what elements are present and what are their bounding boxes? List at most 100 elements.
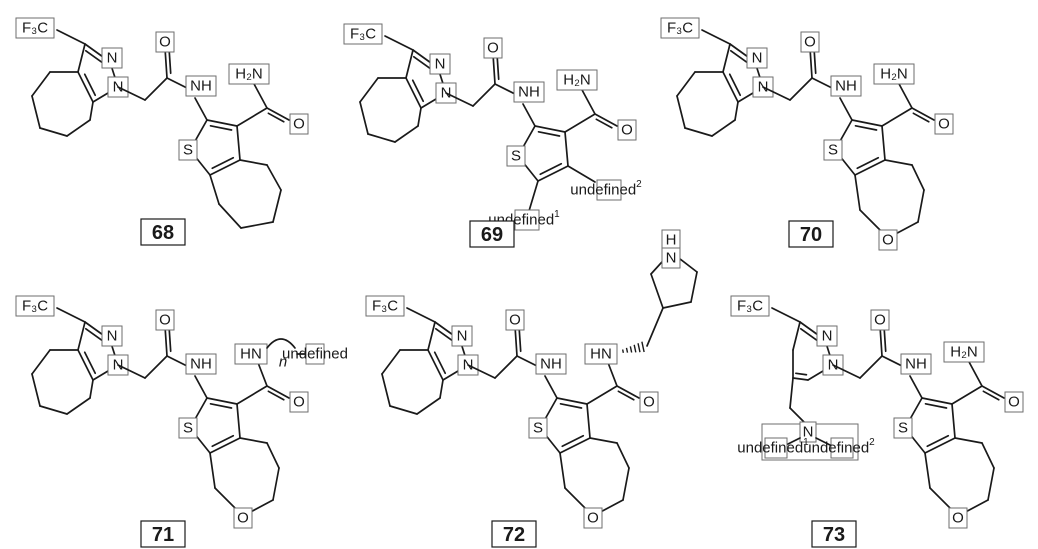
bond bbox=[646, 307, 664, 347]
atom-text: O bbox=[237, 510, 249, 527]
atom-text: H₂N bbox=[950, 344, 978, 361]
bond bbox=[89, 379, 94, 399]
atom-text: O bbox=[587, 510, 599, 527]
atom-text: O bbox=[487, 40, 499, 57]
atom-box bbox=[365, 295, 405, 317]
bond bbox=[650, 273, 664, 309]
stereo-hash bbox=[641, 341, 645, 353]
bond bbox=[492, 53, 496, 85]
atom-box bbox=[900, 353, 932, 375]
atom-box bbox=[101, 47, 123, 69]
bond bbox=[445, 92, 474, 107]
bond bbox=[209, 437, 241, 454]
bond bbox=[236, 385, 268, 405]
bond bbox=[617, 390, 635, 401]
bond bbox=[359, 77, 379, 103]
atom-text: F₃C bbox=[22, 20, 48, 37]
atom-text: O bbox=[938, 116, 950, 133]
bond bbox=[539, 162, 563, 176]
bond bbox=[168, 51, 172, 75]
atom-text: NH bbox=[540, 356, 562, 373]
atom-box bbox=[185, 353, 217, 375]
atom-box bbox=[185, 75, 217, 97]
bond bbox=[924, 437, 956, 454]
amide-nh2: H₂N bbox=[556, 69, 598, 91]
thiophene-sulfur: S bbox=[178, 417, 198, 439]
bond bbox=[206, 119, 238, 127]
stereo-hash bbox=[637, 343, 641, 353]
amide-oxygen: O bbox=[617, 119, 637, 141]
bond bbox=[586, 385, 618, 405]
atom-text: H bbox=[666, 232, 677, 249]
atom-box bbox=[660, 17, 700, 39]
bond bbox=[537, 130, 561, 137]
bond bbox=[851, 119, 883, 127]
atom-box bbox=[155, 309, 175, 331]
bond bbox=[367, 133, 396, 143]
bond bbox=[144, 77, 168, 101]
bond bbox=[799, 327, 820, 343]
chain-n: n bbox=[279, 354, 287, 371]
bond bbox=[206, 397, 238, 405]
compound-number: 71 bbox=[152, 524, 174, 546]
atom-box bbox=[583, 507, 603, 529]
bond bbox=[194, 375, 208, 399]
bond bbox=[211, 156, 235, 170]
bond bbox=[616, 442, 630, 469]
bond bbox=[56, 307, 86, 323]
bond bbox=[690, 271, 698, 303]
atom-box bbox=[483, 37, 503, 59]
atom-text: NH bbox=[835, 78, 857, 95]
bond bbox=[209, 124, 233, 131]
atom-box bbox=[661, 247, 681, 269]
bond bbox=[926, 434, 950, 448]
bond bbox=[522, 103, 536, 127]
compound-label-72: 72 bbox=[491, 520, 537, 548]
atom-text: S bbox=[183, 420, 193, 437]
bond bbox=[789, 407, 805, 423]
thiophene-sulfur: S bbox=[823, 139, 843, 161]
atom-text: H₂N bbox=[563, 72, 591, 89]
bond bbox=[684, 127, 713, 137]
atom-box bbox=[528, 417, 548, 439]
bond bbox=[586, 403, 591, 439]
bond bbox=[472, 83, 496, 107]
bond bbox=[701, 29, 731, 45]
bond bbox=[534, 125, 566, 133]
atom-text: O bbox=[804, 34, 816, 51]
bond bbox=[854, 159, 886, 176]
cf3-group: F₃C bbox=[15, 295, 55, 317]
atom-box bbox=[943, 341, 985, 363]
compound-label-70: 70 bbox=[788, 220, 834, 248]
bond bbox=[239, 437, 268, 444]
bond bbox=[272, 467, 280, 501]
bond bbox=[518, 329, 522, 353]
bond bbox=[416, 397, 441, 415]
amide-nh2: H₂N bbox=[943, 341, 985, 363]
compound-number: 72 bbox=[503, 524, 525, 546]
bond bbox=[854, 174, 861, 211]
atom-text: undefined2 bbox=[803, 437, 875, 457]
bond bbox=[881, 125, 886, 161]
bond bbox=[729, 49, 750, 65]
bond bbox=[218, 203, 242, 229]
ring-nitrogen-2: N bbox=[816, 325, 838, 347]
bond bbox=[622, 467, 630, 501]
compound-number: 70 bbox=[800, 224, 822, 246]
compound-number: 68 bbox=[152, 222, 174, 244]
amide-oxygen: O bbox=[639, 391, 659, 413]
bond bbox=[795, 372, 808, 376]
cf3-group: F₃C bbox=[730, 295, 770, 317]
bond bbox=[209, 402, 233, 409]
carbonyl-oxygen: O bbox=[505, 309, 525, 331]
bond bbox=[359, 101, 369, 135]
bond bbox=[883, 329, 887, 353]
bond bbox=[879, 325, 883, 357]
atom-text: F₃C bbox=[350, 26, 376, 43]
bond bbox=[981, 385, 1005, 399]
bond bbox=[514, 325, 518, 357]
atom-box bbox=[289, 113, 309, 135]
bond bbox=[433, 351, 447, 375]
bond bbox=[427, 349, 444, 381]
bond bbox=[405, 49, 414, 79]
